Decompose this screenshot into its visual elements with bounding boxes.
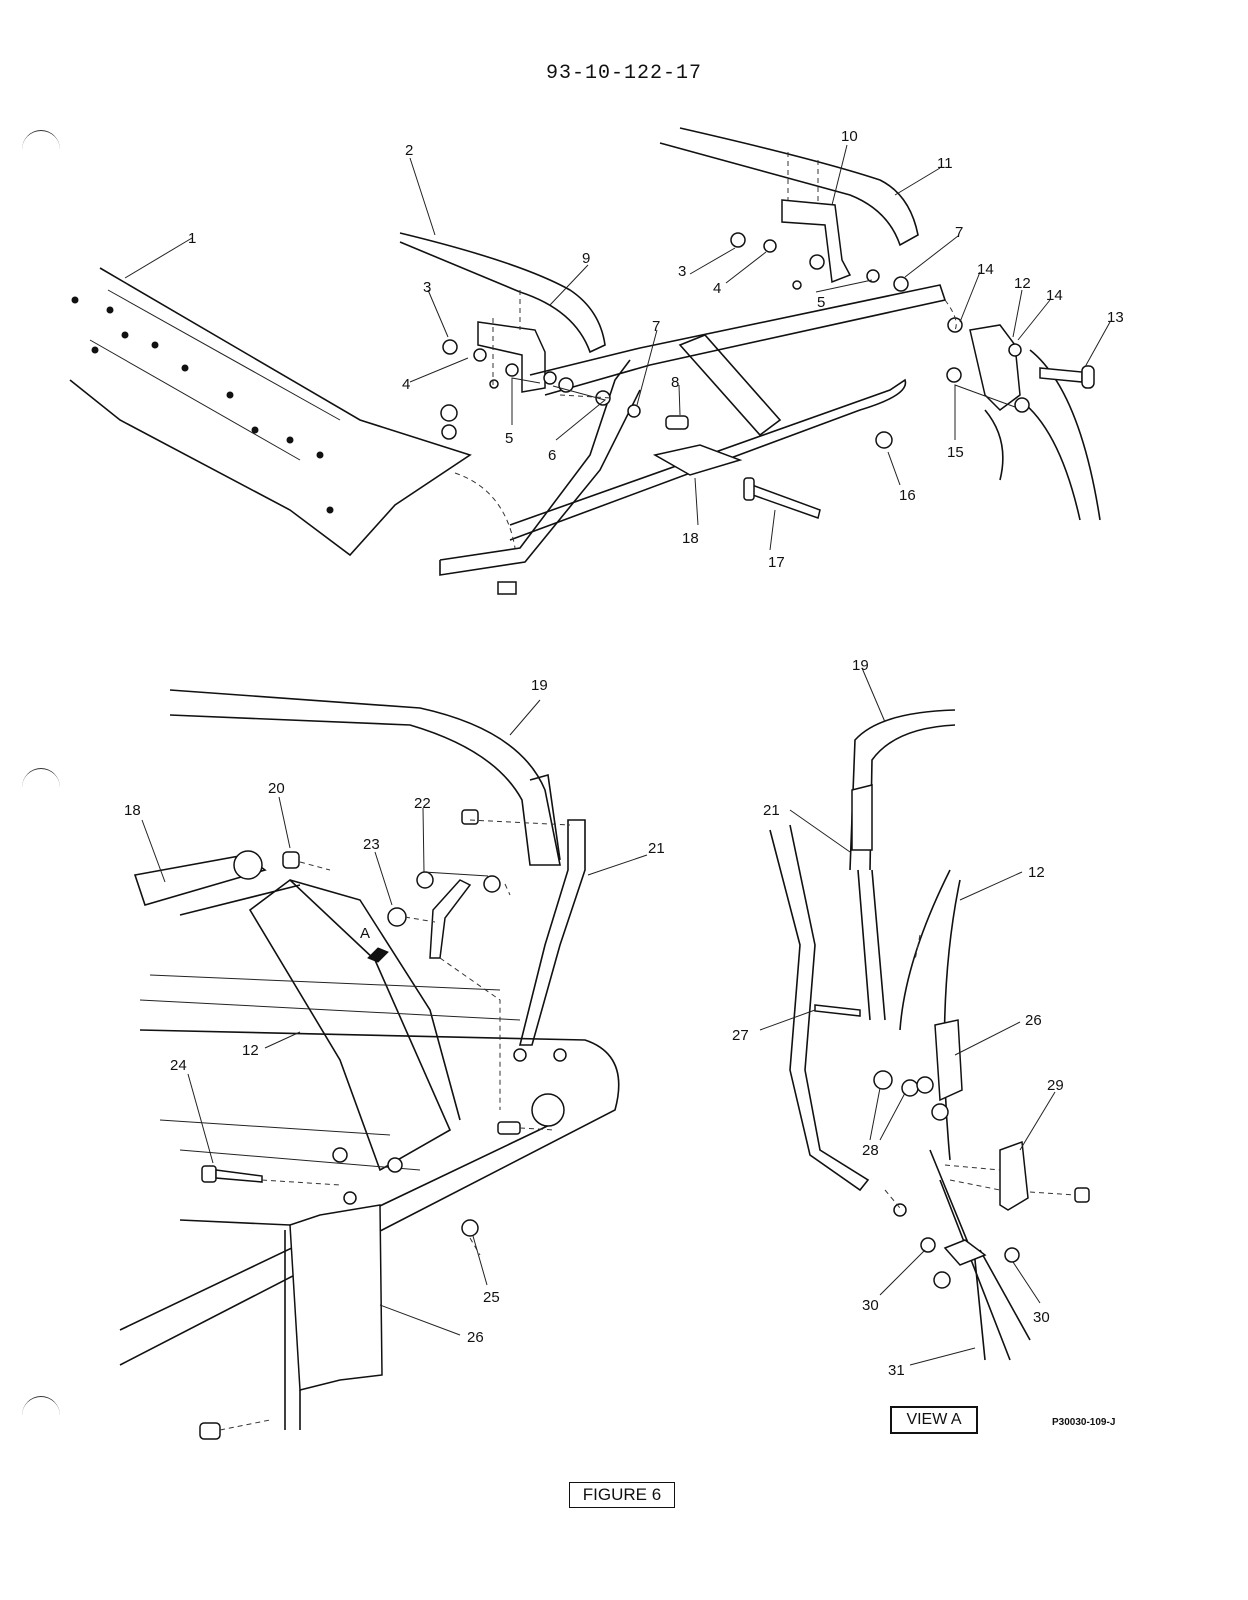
binder-hole-mark [22, 1396, 60, 1435]
callout-22: 22 [414, 795, 431, 812]
callout-23: 23 [363, 836, 380, 853]
callout-13: 13 [1107, 309, 1124, 326]
callout-5b: 5 [817, 294, 825, 311]
callout-3: 3 [423, 279, 431, 296]
callout-1: 1 [188, 230, 196, 247]
callout-7: 7 [652, 318, 660, 335]
callout-16: 16 [899, 487, 916, 504]
callout-18b: 18 [124, 802, 141, 819]
callout-17: 17 [768, 554, 785, 571]
view-a-assembly: 19 21 12 27 26 28 29 30 30 31 [732, 657, 1090, 1379]
callout-19: 19 [531, 677, 548, 694]
callout-5: 5 [505, 430, 513, 447]
view-a-label: VIEW A [890, 1406, 978, 1434]
binder-hole-mark [22, 768, 60, 807]
callout-4b: 4 [713, 280, 721, 297]
callout-25: 25 [483, 1289, 500, 1306]
roof-rail-panel [69, 267, 472, 557]
callout-4: 4 [402, 376, 410, 393]
callout-29: 29 [1047, 1077, 1064, 1094]
callout-6: 6 [548, 447, 556, 464]
callout-9: 9 [582, 250, 590, 267]
drawing-reference-code: P30030-109-J [1052, 1417, 1116, 1428]
callout-7b: 7 [955, 224, 963, 241]
callout-12: 12 [1014, 275, 1031, 292]
callout-28: 28 [862, 1142, 879, 1159]
callout-14b: 14 [1046, 287, 1063, 304]
callout-24: 24 [170, 1057, 187, 1074]
callout-3b: 3 [678, 263, 686, 280]
callout-15: 15 [947, 444, 964, 461]
callout-12c: 12 [1028, 864, 1045, 881]
callout-27: 27 [732, 1027, 749, 1044]
callout-26: 26 [467, 1329, 484, 1346]
callout-19b: 19 [852, 657, 869, 674]
document-number: 93-10-122-17 [545, 62, 703, 85]
view-a-marker: A [360, 925, 370, 942]
callout-11: 11 [937, 155, 953, 172]
callout-18: 18 [682, 530, 699, 547]
callout-21b: 21 [763, 802, 780, 819]
callout-31: 31 [888, 1362, 905, 1379]
callout-14a: 14 [977, 261, 994, 278]
top-assembly: 1 2 3 4 5 6 7 8 9 10 11 3 4 5 7 14 12 14… [69, 127, 1124, 595]
callout-21: 21 [648, 840, 665, 857]
callout-30b: 30 [1033, 1309, 1050, 1326]
callout-2: 2 [405, 142, 413, 159]
figure-label: FIGURE 6 [569, 1482, 675, 1508]
callout-10: 10 [841, 128, 858, 145]
callout-20: 20 [268, 780, 285, 797]
callout-26b: 26 [1025, 1012, 1042, 1029]
callout-30a: 30 [862, 1297, 879, 1314]
callout-12b: 12 [242, 1042, 259, 1059]
bottom-left-assembly: 19 18 20 22 23 A 21 12 24 25 26 [119, 677, 665, 1440]
binder-hole-mark [22, 130, 60, 169]
callout-8: 8 [671, 374, 679, 391]
